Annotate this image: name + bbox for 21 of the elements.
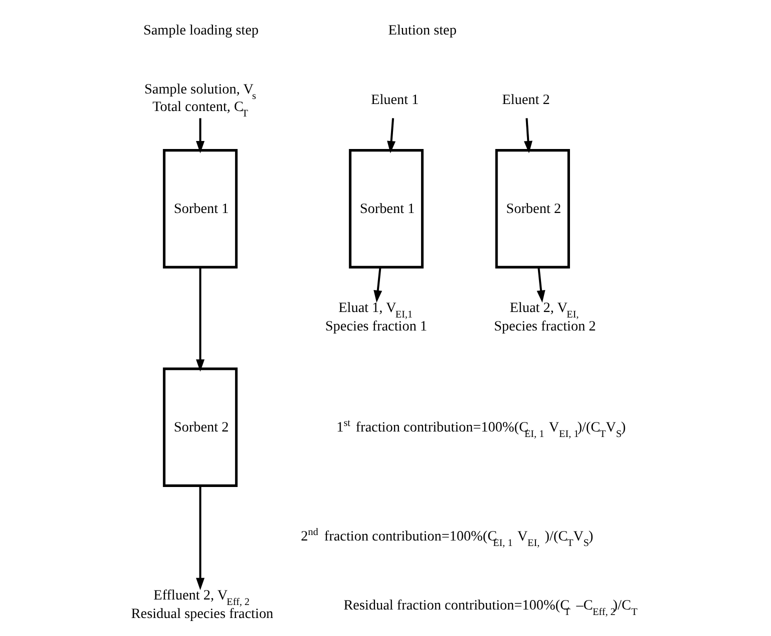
arrow <box>195 486 204 590</box>
node-box: Sorbent 2 <box>162 368 238 487</box>
arrow <box>386 118 396 154</box>
arrow <box>373 267 382 303</box>
node-text: Eluent 2 <box>502 92 550 108</box>
arrow <box>195 267 204 372</box>
node-text: Eluat 1, V$_{EI,1}$ Species fraction 1 <box>324 300 427 334</box>
arrow <box>523 118 532 154</box>
node-box: Sorbent 1 <box>348 149 424 268</box>
arrow <box>195 118 204 154</box>
label: 1$^{st}$ fraction contribution=100%(C$_{EI, 1}$ V$_{EI, 1}$)/(C$_{T}$V$_{S}$) <box>336 418 626 440</box>
label: 2$^{nd}$ fraction contribution=100%(C$_{EI, 1}$ V$_{EI,}$ )/(C$_{T}$V$_{S}$) <box>300 527 593 550</box>
arrow <box>536 267 545 303</box>
node-text: Effluent 2, V$_{Eff, 2}$ Residual species fraction <box>130 588 273 622</box>
label: Elution step <box>388 22 456 39</box>
node-box: Sorbent 2 <box>494 149 570 268</box>
label: Sample loading step <box>142 22 258 39</box>
node-text: Sample solution, V$_{s}$ Total content, C$_{T}$ <box>144 82 256 120</box>
node-box: Sorbent 1 <box>162 149 238 268</box>
node-text: Eluat 2, V$_{EI,}$ Species fraction 2 <box>493 300 596 334</box>
node-text: Eluent 1 <box>370 92 418 108</box>
